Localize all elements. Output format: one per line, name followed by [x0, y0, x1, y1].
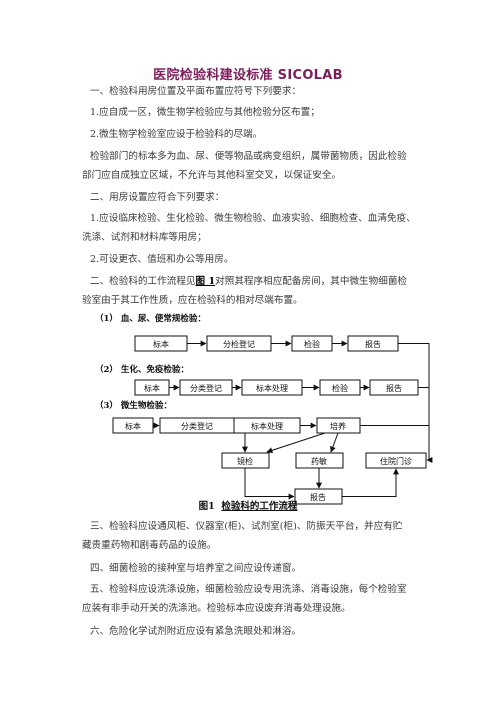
paragraph-1: 一、检验科用房位置及平面布置应符号下列要求： — [90, 86, 302, 97]
workflow-diagram: （1） 血、尿、便常规检验： （2） 生化、免疫检验： （3） 微生物检验： — [95, 313, 433, 505]
paragraph-11: 五、检验科应设洗涤设施，细菌检验应设专用洗涤、消毒设施，每个检验室 应装有非手动… — [82, 581, 426, 618]
figure-caption-number: 图1 — [198, 501, 215, 512]
paragraph-12: 六、危险化学试剂附近应设有紧急洗眼处和淋浴。 — [90, 626, 302, 637]
row1-specimen-label: 标本 — [153, 339, 169, 349]
figure-caption: 图1 检验科的工作流程 — [0, 498, 496, 512]
row2-specimen-label: 标本 — [144, 383, 160, 393]
paragraph-9: 三、检验科应设通风柜、仪器室(柜)、试剂室(柜)、防振天平台，并应有贮 藏贵重药… — [82, 518, 426, 555]
row4-clinic-label: 住院门诊 — [380, 456, 412, 466]
paragraph-4-line-1: 检验部门的标本多为血、尿、便等物品或病变组织，属带菌物质，因此检验 — [90, 151, 407, 162]
row1-test-label: 检验 — [304, 339, 320, 349]
row1-registration-label: 分检登记 — [223, 339, 255, 349]
paragraph-8: 二、检验科的工作流程见图 1对照其程序相应配备房间，其中微生物细菌检 验室由于其… — [82, 273, 426, 310]
paragraph-6: 1.应设临床检验、生化检验、微生物检验、血液实验、细胞检查、血清免疫、 洗涤、试… — [82, 210, 426, 247]
workflow-boxes — [112, 335, 427, 505]
row4-susceptibility-label: 药敏 — [311, 456, 327, 466]
paragraph-4-line-2: 部门应自成独立区域，不允许与其他科室交叉，以保证安全。 — [82, 169, 342, 181]
row2-report-label: 报告 — [386, 383, 402, 393]
paragraph-8-pre: 二、检验科的工作流程见 — [90, 276, 196, 287]
section-3-label: （3） 微生物检验： — [95, 400, 172, 411]
section-2-label: （2） 生化、免疫检验： — [95, 364, 189, 375]
paragraph-10: 四、细菌检验的接种室与培养室之间应设传递窗。 — [90, 563, 302, 574]
row2-test-label: 检验 — [332, 383, 348, 393]
paragraph-8-line-2: 验室由于其工作性质，应在检验科的相对尽端布置。 — [82, 294, 303, 306]
row3-culture-label: 培养 — [330, 421, 346, 431]
row3-registration-label: 分类登记 — [181, 421, 213, 431]
paragraph-5: 二、用房设置应符合下列要求： — [90, 192, 225, 203]
paragraph-6-line-1: 1.应设临床检验、生化检验、微生物检验、血液实验、细胞检查、血清免疫、 — [90, 213, 416, 224]
row3-processing-label: 标本处理 — [251, 421, 283, 431]
paragraph-11-line-2: 应装有非手动开关的洗涤池。检验标本应设废弃消毒处理设施。 — [82, 602, 351, 614]
paragraph-2: 1.应自成一区，微生物学检验应与其他检验分区布置； — [90, 107, 320, 118]
paragraph-11-line-1: 五、检验科应设洗涤设施，细菌检验应设专用洗涤、消毒设施，每个检验室 — [90, 584, 407, 595]
figure-caption-title: 检验科的工作流程 — [221, 501, 298, 512]
paragraph-8-line-1: 二、检验科的工作流程见图 1对照其程序相应配备房间，其中微生物细菌检 — [90, 273, 426, 292]
workflow-figure: （1） 血、尿、便常规检验： （2） 生化、免疫检验： （3） 微生物检验： — [95, 308, 441, 523]
workflow-arrows — [153, 340, 433, 500]
document-title: 医院检验科建设标准 SICOLAB — [153, 68, 343, 83]
row2-registration-label: 分类登记 — [190, 383, 222, 393]
row5-report-label: 报告 — [310, 492, 326, 502]
row3-specimen-label: 标本 — [125, 421, 141, 431]
paragraph-6-line-2: 洗涤、试剂和材料库等用房； — [82, 231, 207, 243]
figure-reference-link[interactable]: 图 1 — [195, 276, 216, 287]
paragraph-8-post: 对照其程序相应配备房间，其中微生物细菌检 — [215, 276, 408, 287]
paragraph-9-line-2: 藏贵重药物和剧毒药品的设施。 — [82, 539, 217, 551]
row4-box-clinic — [365, 452, 427, 469]
paragraph-9-line-1: 三、检验科应设通风柜、仪器室(柜)、试剂室(柜)、防振天平台，并应有贮 — [90, 521, 403, 532]
paragraph-4: 检验部门的标本多为血、尿、便等物品或病变组织，属带菌物质，因此检验 部门应自成独… — [82, 148, 426, 185]
row4-microscopy-label: 镜检 — [237, 456, 253, 466]
paragraph-7: 2.可设更衣、值班和办公等用房。 — [90, 254, 234, 265]
paragraph-3: 2.微生物学检验室应设于检验科的尽端。 — [90, 129, 263, 140]
row1-report-label: 报告 — [365, 339, 381, 349]
row2-processing-label: 标本处理 — [256, 383, 288, 393]
section-1-label: （1） 血、尿、便常规检验： — [95, 313, 206, 324]
